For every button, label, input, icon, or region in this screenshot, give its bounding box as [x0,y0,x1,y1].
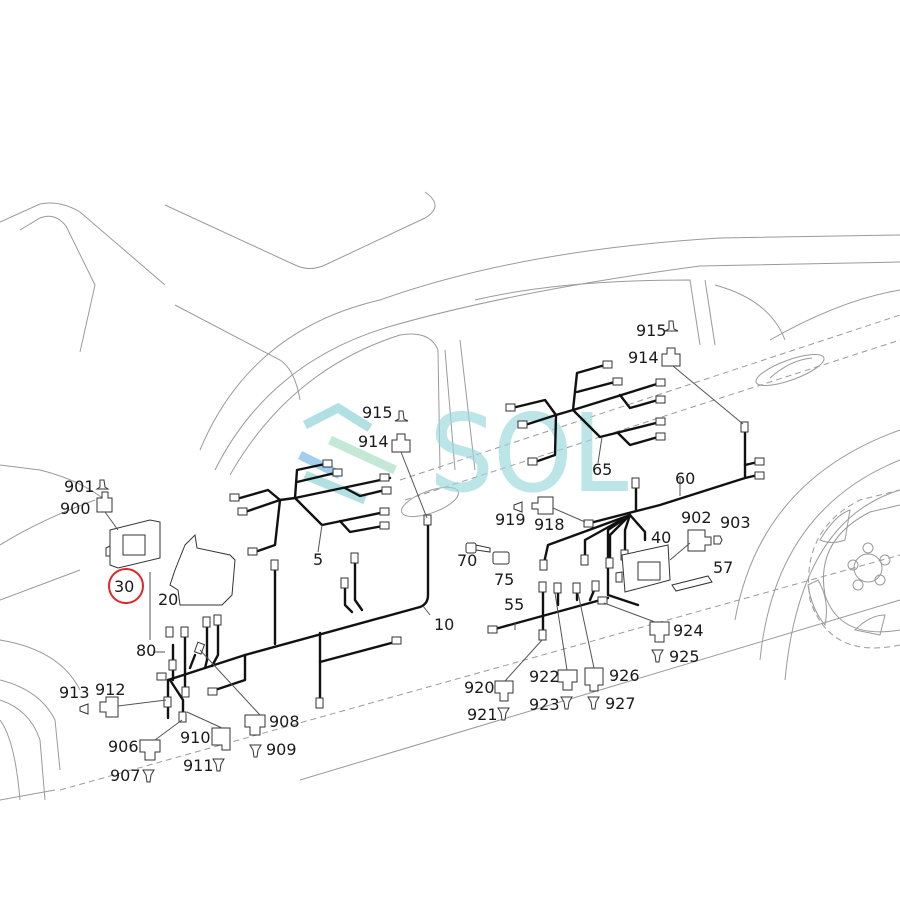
terminal-923[interactable] [560,696,573,710]
harness-65 [510,363,662,464]
callout-913[interactable]: 913 [59,683,90,702]
callout-927[interactable]: 927 [605,694,636,713]
callout-40[interactable]: 40 [651,528,671,547]
callout-912[interactable]: 912 [95,680,126,699]
harness-10-connectors [156,514,432,723]
terminal-927[interactable] [587,696,600,710]
connector-914-front[interactable] [391,433,411,453]
connector-920[interactable] [494,680,514,702]
leader-lines [104,365,744,741]
callout-911[interactable]: 911 [183,756,214,775]
callout-903[interactable]: 903 [720,513,751,532]
callout-915-rear[interactable]: 915 [636,321,667,340]
callout-80[interactable]: 80 [136,641,156,660]
bracket-20[interactable] [169,533,236,606]
callout-918[interactable]: 918 [534,515,565,534]
terminal-915-rear[interactable] [664,320,679,332]
harness-5-connectors [229,459,392,556]
callout-923[interactable]: 923 [529,695,560,714]
callout-900[interactable]: 900 [60,499,91,518]
callout-70[interactable]: 70 [457,551,477,570]
connector-902[interactable] [687,529,712,552]
callout-921[interactable]: 921 [467,705,498,724]
connector-926[interactable] [584,667,604,692]
connector-908[interactable] [244,714,266,736]
harness-5 [238,462,392,554]
terminal-921[interactable] [497,707,510,721]
callout-907[interactable]: 907 [110,766,141,785]
watermark-logo: SOL [297,392,631,515]
connector-924[interactable] [649,621,670,643]
control-module-40[interactable] [615,544,671,593]
callout-909[interactable]: 909 [266,740,297,759]
callout-926[interactable]: 926 [609,666,640,685]
callout-57[interactable]: 57 [713,558,733,577]
harness-65-connectors [505,360,666,466]
callout-908[interactable]: 908 [269,712,300,731]
bolt-70[interactable] [465,542,491,554]
callout-925[interactable]: 925 [669,647,700,666]
part-57[interactable] [671,575,713,592]
callout-914-rear[interactable]: 914 [628,348,659,367]
rear-wheel [807,489,900,649]
callout-901[interactable]: 901 [64,477,95,496]
connector-922[interactable] [557,669,578,691]
callout-20[interactable]: 20 [158,590,178,609]
callout-65[interactable]: 65 [592,460,612,479]
terminal-907[interactable] [142,769,155,783]
callout-906[interactable]: 906 [108,737,139,756]
callout-5[interactable]: 5 [313,550,323,569]
callout-920[interactable]: 920 [464,678,495,697]
connector-906[interactable] [139,739,161,761]
connector-914-rear[interactable] [661,347,681,367]
connector-900[interactable] [96,491,113,513]
callout-60[interactable]: 60 [675,469,695,488]
terminal-915-front[interactable] [394,410,409,422]
terminal-909[interactable] [249,744,262,758]
terminal-901[interactable] [95,479,110,490]
harness-60-55-connectors [487,421,765,641]
terminal-913[interactable] [79,703,89,715]
callout-910[interactable]: 910 [180,728,211,747]
callout-922[interactable]: 922 [529,667,560,686]
clip-75[interactable] [492,551,510,565]
terminal-911[interactable] [212,758,225,772]
terminal-903[interactable] [713,535,723,545]
car-body-outline [0,191,900,801]
connector-910[interactable] [211,727,231,751]
callout-919[interactable]: 919 [495,510,526,529]
callout-75[interactable]: 75 [494,570,514,589]
callout-914-front[interactable]: 914 [358,432,389,451]
callout-915-front[interactable]: 915 [362,403,393,422]
terminal-919[interactable] [513,501,523,513]
callout-30[interactable]: 30 [114,577,134,596]
connector-912[interactable] [99,696,119,718]
callout-902[interactable]: 902 [681,508,712,527]
control-module-30[interactable] [105,519,161,569]
terminal-925[interactable] [651,649,664,663]
callout-55[interactable]: 55 [504,595,524,614]
callout-10[interactable]: 10 [434,615,454,634]
connector-918[interactable] [531,496,554,515]
callout-924[interactable]: 924 [673,621,704,640]
callout-labels: 901 900 30 20 80 913 912 906 907 910 911… [59,321,751,785]
highlight-circle-30 [108,568,144,604]
watermark-text: SOL [430,395,628,512]
